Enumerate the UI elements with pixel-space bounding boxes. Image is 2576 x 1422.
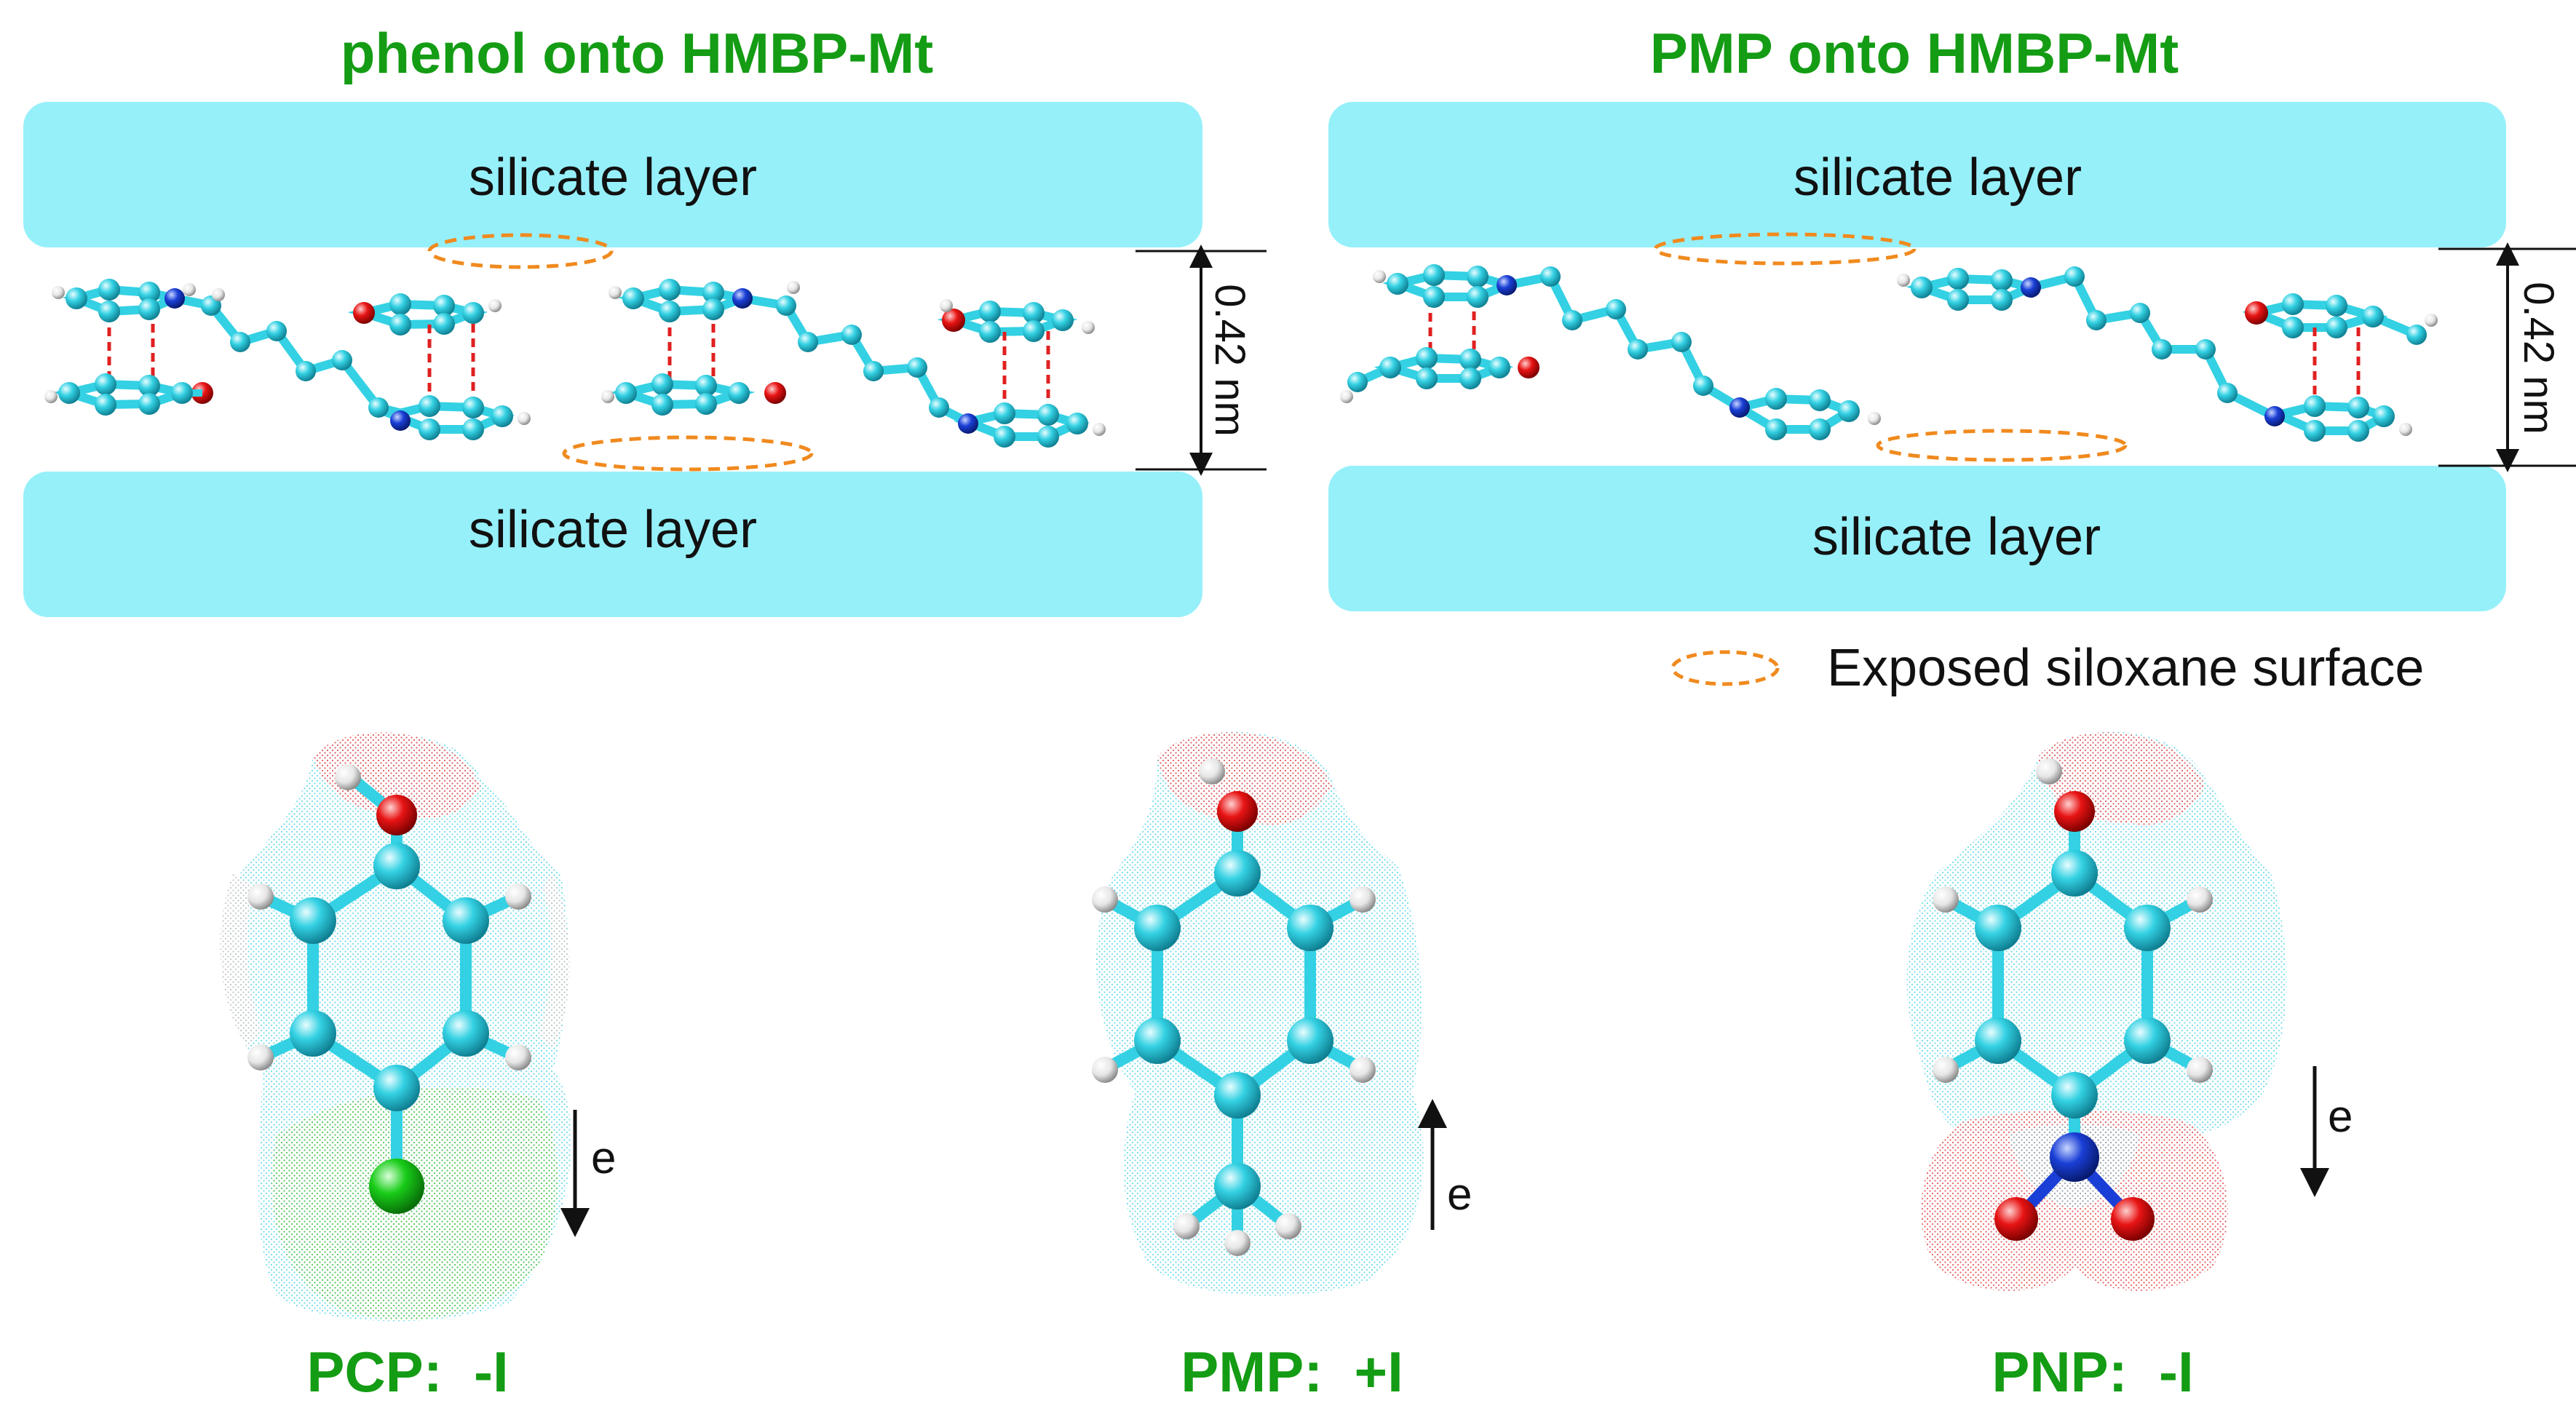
molecule-label: PMP: +I [1181,1340,1403,1404]
legend: Exposed siloxane surface [1671,639,2424,697]
molecule-label: PCP: -I [306,1340,508,1404]
electron-arrow-label: e [1447,1169,1472,1220]
atoms-right [601,279,1106,448]
panel-pmp: PMP onto HMBP-Mt silicate layer silicate… [1328,21,2576,611]
atoms-right-panel [1340,264,2438,442]
panel-phenol: phenol onto HMBP-Mt silicate layer silic… [23,21,1267,617]
molecule-label: PNP: -I [1992,1340,2193,1404]
silicate-layer-label: silicate layer [1794,148,2082,207]
legend-ellipse-swatch [1671,650,1780,686]
panel-title: phenol onto HMBP-Mt [341,21,933,85]
interlayer-spacing: 0.42 nm [1136,245,1267,476]
molecule-pmp: e PMP: +I [1092,731,1472,1404]
silicate-layer-label: silicate layer [469,148,757,207]
siloxane-ellipse [427,233,614,269]
legend-label: Exposed siloxane surface [1827,639,2424,697]
atoms-left [44,279,531,440]
electron-arrow-label: e [2328,1092,2353,1142]
siloxane-ellipse [562,435,814,472]
electron-arrow-label: e [591,1133,616,1183]
interlayer-spacing: 0.42 nm [2438,242,2576,472]
spacing-label: 0.42 nm [2515,282,2562,434]
molecule-pnp: e PNP: -I [1906,731,2353,1404]
silicate-layer-top [23,102,1202,247]
silicate-layer-label: silicate layer [1812,508,2101,566]
silicate-layer-bottom [23,472,1202,617]
spacing-label: 0.42 nm [1206,284,1253,437]
siloxane-ellipse [1876,429,2128,462]
molecule-pcp: e PCP: -I [220,732,616,1404]
silicate-layer-top [1328,102,2506,247]
panel-title: PMP onto HMBP-Mt [1650,21,2179,85]
silicate-layer-bottom [1328,466,2506,611]
silicate-layer-label: silicate layer [469,501,757,559]
siloxane-ellipse [1653,232,1917,266]
